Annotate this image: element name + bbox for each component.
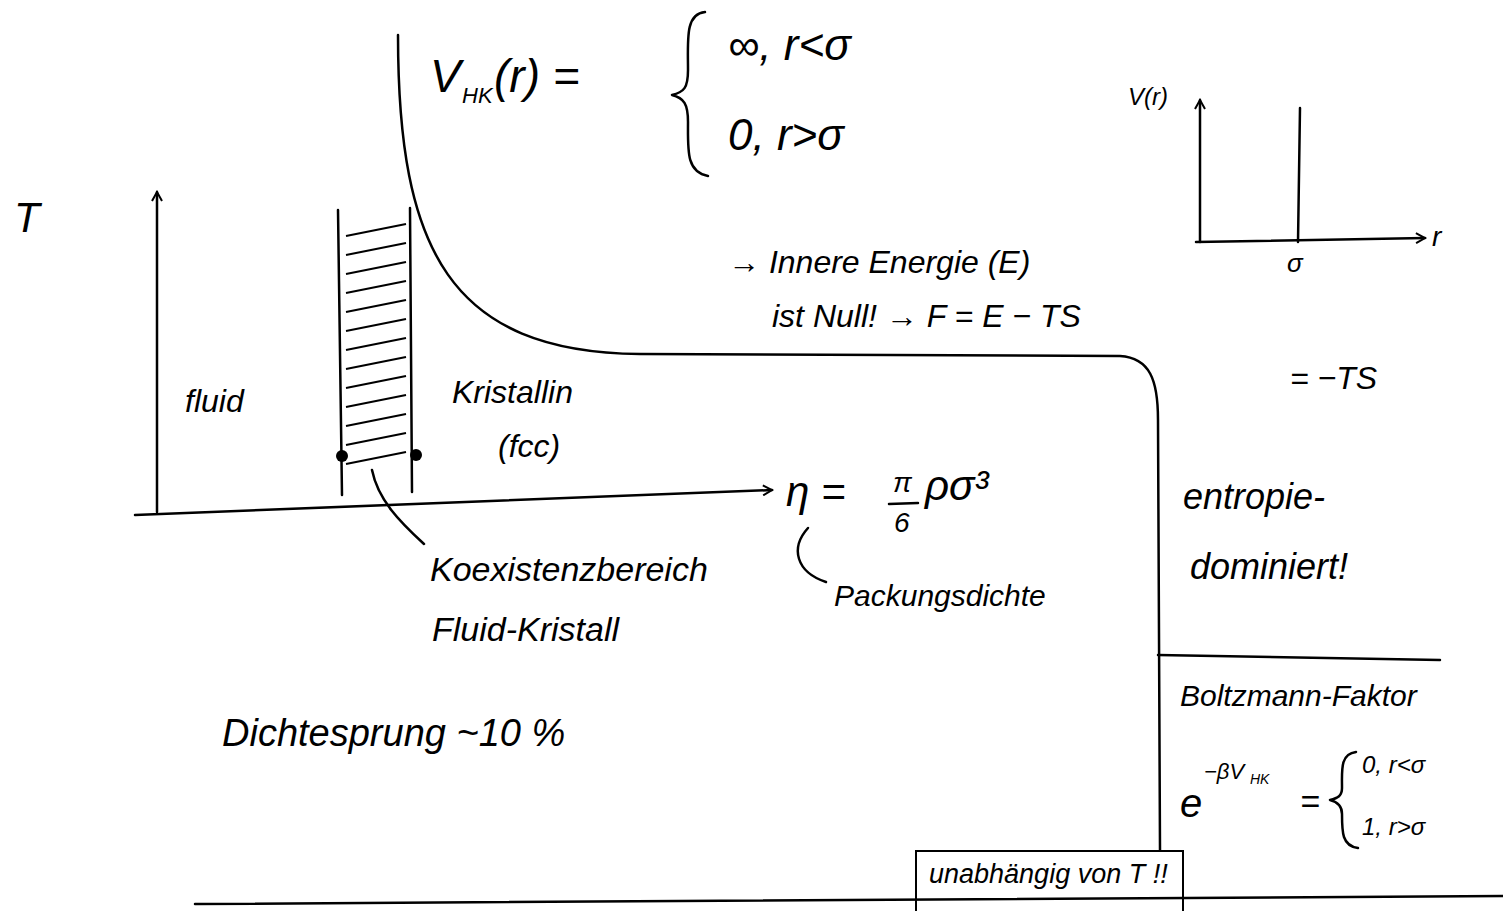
note-label: ∞, r<σ <box>728 22 851 68</box>
note-label: ist Null! → F = E − TS <box>772 300 1081 334</box>
note-label: −βV <box>1204 760 1244 783</box>
note-label: 0, r>σ <box>728 112 844 158</box>
note-box: unabhängig von T !! <box>915 850 1184 911</box>
note-label: fluid <box>185 385 244 419</box>
note-label: Koexistenzbereich <box>430 552 708 588</box>
hatch-line <box>346 338 406 350</box>
brace <box>1330 752 1358 848</box>
phase-dot <box>410 449 422 461</box>
note-label: e <box>1180 782 1202 824</box>
hatch-line <box>346 224 406 236</box>
axis <box>1199 100 1202 242</box>
note-label: V(r) <box>1128 84 1168 109</box>
axis <box>135 490 772 515</box>
note-label: dominiert! <box>1190 548 1348 586</box>
note-label: 1, r>σ <box>1362 814 1425 839</box>
note-label: r <box>1432 222 1441 251</box>
box-text: unabhängig von T !! <box>929 860 1170 890</box>
brace <box>672 12 708 176</box>
axis <box>156 192 159 512</box>
bottom-line <box>195 896 1503 904</box>
potential-wall <box>1298 108 1300 242</box>
hatch-line <box>346 452 406 464</box>
note-label: 0, r<σ <box>1362 752 1425 777</box>
note-label: Boltzmann-Faktor <box>1180 680 1417 712</box>
phase-dot <box>336 450 348 462</box>
note-label: → Innere Energie (E) <box>728 246 1030 280</box>
hatch-line <box>346 319 406 331</box>
hatch-line <box>346 262 406 274</box>
hatch-line <box>346 433 406 445</box>
brace <box>798 528 826 582</box>
note-label: σ <box>1287 250 1303 277</box>
axis <box>1196 238 1425 242</box>
note-label: (r) = <box>494 52 580 100</box>
hatch-line <box>346 243 406 255</box>
note-label: π <box>893 468 912 497</box>
note-label: ρσ³ <box>925 464 988 508</box>
note-label: Dichtesprung ~10 % <box>222 714 565 754</box>
note-label: HK <box>1250 772 1269 787</box>
note-label: V <box>430 52 461 100</box>
hatch-line <box>346 300 406 312</box>
fraction-bar <box>889 503 918 504</box>
hatch-line <box>346 376 406 388</box>
hatch-line <box>346 395 406 407</box>
note-label: η = <box>786 470 846 514</box>
note-label: Packungsdichte <box>834 580 1046 612</box>
note-label: (fcc) <box>498 430 560 464</box>
divider-line <box>1158 655 1440 660</box>
note-label: = <box>1300 784 1320 820</box>
hatch-line <box>346 414 406 426</box>
leader-line <box>372 470 424 544</box>
phase-boundary <box>410 208 412 492</box>
note-label: T <box>14 196 40 240</box>
hatch-line <box>346 281 406 293</box>
note-label: Kristallin <box>452 376 573 410</box>
note-label: entropie- <box>1183 478 1325 516</box>
hatch-line <box>346 357 406 369</box>
note-label: 6 <box>894 508 910 537</box>
note-label: Fluid-Kristall <box>432 612 619 648</box>
note-label: = −TS <box>1290 362 1377 396</box>
note-label: HK <box>462 84 493 107</box>
